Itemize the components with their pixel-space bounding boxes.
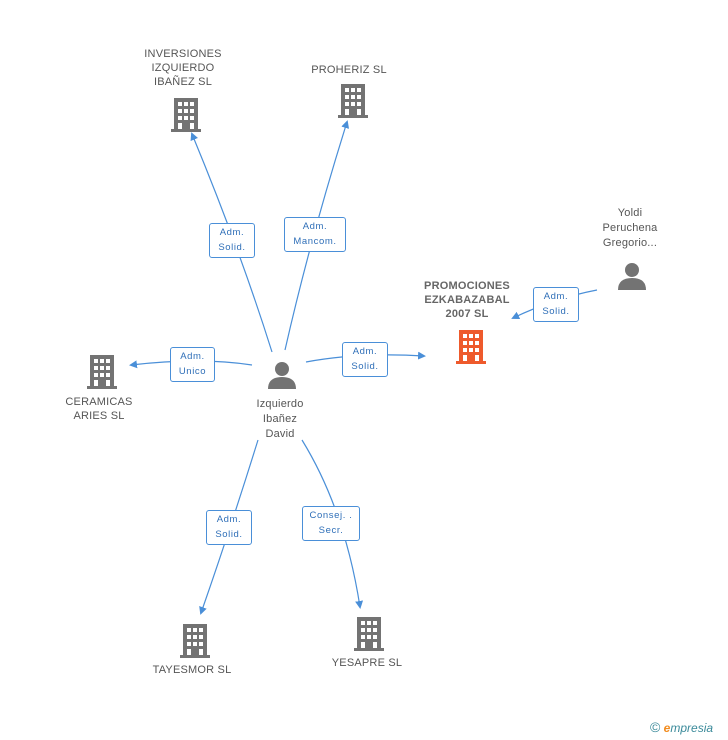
building-icon bbox=[87, 355, 117, 394]
label-line: IBAÑEZ SL bbox=[153, 76, 213, 88]
role-line: Adm. bbox=[302, 221, 328, 232]
role-badge-tayesmor: Adm. Solid. bbox=[206, 510, 252, 545]
node-label-yesapre[interactable]: YESAPRE SL bbox=[312, 656, 422, 670]
label-line: ARIES SL bbox=[73, 410, 125, 422]
role-line: Solid. bbox=[215, 529, 243, 540]
node-label-izquierdo[interactable]: Izquierdo Ibañez David bbox=[232, 397, 328, 442]
role-badge-proheriz: Adm. Mancom. bbox=[284, 217, 346, 252]
role-line: Consej. . bbox=[309, 510, 353, 521]
role-badge-yoldi: Adm. Solid. bbox=[533, 287, 579, 322]
label-line: TAYESMOR SL bbox=[152, 664, 232, 676]
role-line: Secr. bbox=[318, 525, 344, 536]
role-line: Adm. bbox=[180, 351, 205, 362]
node-label-ceramicas[interactable]: CERAMICAS ARIES SL bbox=[44, 395, 154, 423]
role-badge-yesapre: Consej. . Secr. bbox=[302, 506, 360, 541]
role-line: Adm. bbox=[352, 346, 378, 357]
copyright-icon: © bbox=[650, 719, 661, 735]
building-icon bbox=[171, 98, 201, 137]
building-icon bbox=[354, 617, 384, 656]
node-label-tayesmor[interactable]: TAYESMOR SL bbox=[132, 663, 252, 677]
brand-name: mpresia bbox=[670, 721, 714, 735]
role-line: Adm. bbox=[219, 227, 245, 238]
label-line: YESAPRE SL bbox=[331, 657, 403, 669]
role-line: Adm. bbox=[543, 291, 569, 302]
node-label-proheriz[interactable]: PROHERIZ SL bbox=[293, 63, 405, 77]
label-line: 2007 SL bbox=[445, 308, 489, 320]
person-icon bbox=[617, 261, 647, 296]
role-badge-inversiones: Adm. Solid. bbox=[209, 223, 255, 258]
building-icon-main bbox=[456, 330, 486, 369]
role-badge-promociones: Adm. Solid. bbox=[342, 342, 388, 377]
footer-brand: © empresia bbox=[650, 719, 713, 735]
building-icon bbox=[180, 624, 210, 663]
label-line: Gregorio... bbox=[602, 237, 658, 249]
label-line: Ibañez bbox=[262, 413, 298, 425]
role-line: Solid. bbox=[351, 361, 379, 372]
person-icon bbox=[267, 360, 297, 395]
label-line: EZKABAZABAL bbox=[424, 294, 510, 306]
label-line: PROMOCIONES bbox=[424, 280, 510, 292]
role-line: Solid. bbox=[218, 242, 246, 253]
role-line: Unico bbox=[178, 366, 207, 377]
label-line: Yoldi bbox=[617, 207, 643, 219]
building-icon bbox=[338, 84, 368, 123]
label-line: PROHERIZ SL bbox=[311, 64, 387, 76]
node-label-yoldi[interactable]: Yoldi Peruchena Gregorio... bbox=[584, 206, 676, 251]
label-line: David bbox=[265, 428, 295, 440]
label-line: Peruchena bbox=[602, 222, 658, 234]
label-line: IZQUIERDO bbox=[151, 62, 215, 74]
label-line: INVERSIONES bbox=[144, 48, 222, 60]
node-label-promociones[interactable]: PROMOCIONES EZKABAZABAL 2007 SL bbox=[406, 279, 528, 321]
label-line: Izquierdo bbox=[256, 398, 304, 410]
role-badge-ceramicas: Adm. Unico bbox=[170, 347, 215, 382]
brand-e-logo: e bbox=[663, 721, 671, 735]
role-line: Adm. bbox=[216, 514, 242, 525]
role-line: Solid. bbox=[542, 306, 570, 317]
node-label-inversiones[interactable]: INVERSIONES IZQUIERDO IBAÑEZ SL bbox=[123, 47, 243, 89]
label-line: CERAMICAS bbox=[65, 396, 133, 408]
role-line: Mancom. bbox=[293, 236, 337, 247]
